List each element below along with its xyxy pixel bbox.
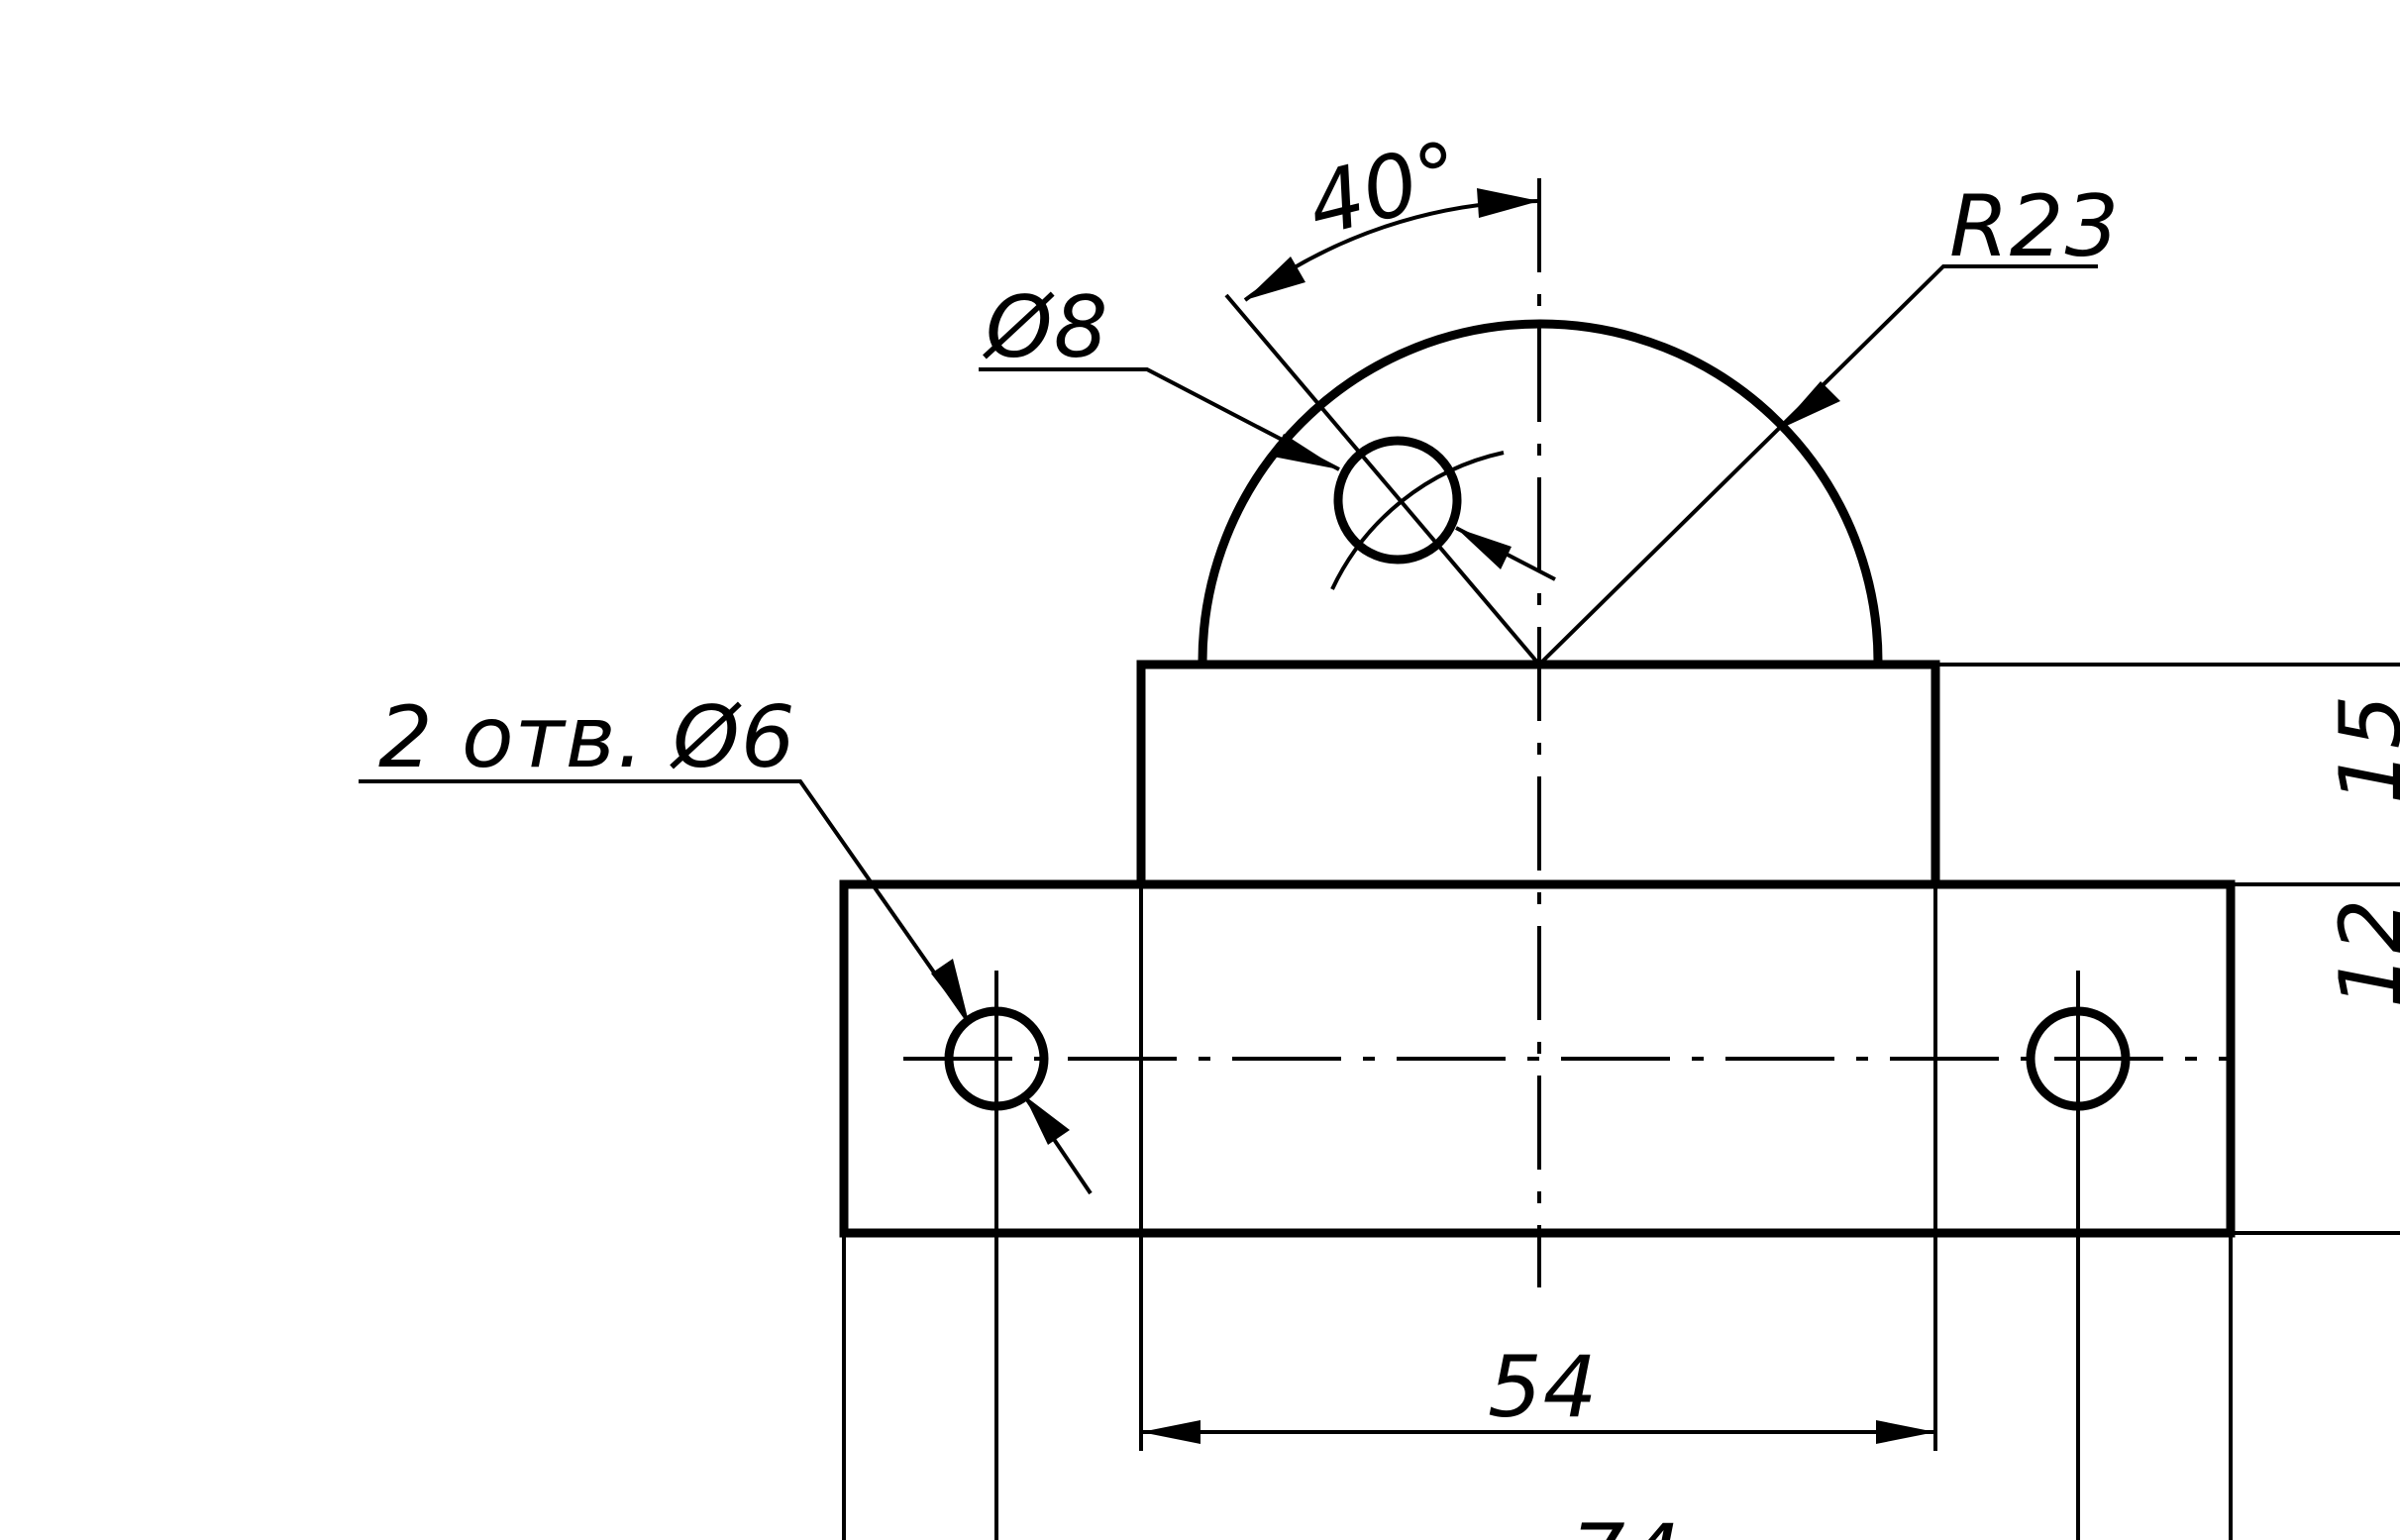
r23-leader — [1537, 264, 2098, 667]
d6-arrow-in — [931, 959, 969, 1022]
label-dim-bottom-partial: 74 — [1571, 1506, 1681, 1540]
label-angle-40: 40° — [1299, 123, 1472, 257]
label-dim-12: 12 — [2322, 898, 2400, 1008]
d6-arrow-out — [1024, 1095, 1070, 1145]
label-holes-2x-d6: 2 отв. Ø6 — [378, 688, 796, 787]
label-hole-d8: Ø8 — [983, 278, 1108, 377]
dim-54-arrow-right — [1876, 1420, 1935, 1444]
hole-d8 — [1333, 436, 1462, 565]
d8-arrow-out — [1456, 528, 1512, 569]
angle-arrow-left — [1245, 257, 1305, 300]
dim-54-arrow-left — [1141, 1420, 1200, 1444]
angle-radial-line — [1224, 293, 1541, 667]
label-dim-15: 15 — [2322, 694, 2400, 804]
dimension-lines — [359, 188, 2400, 1540]
label-radius-r23: R23 — [1949, 177, 2120, 276]
semicircle-top-outline — [1198, 319, 1883, 667]
label-dim-54: 54 — [1488, 1338, 1598, 1437]
d8-arrow-in — [1273, 434, 1339, 469]
d6-leader — [359, 779, 971, 1024]
d8-leader — [979, 367, 1340, 471]
r23-arrow — [1778, 381, 1840, 430]
angle-arrow-right — [1477, 188, 1539, 218]
dimension-labels: 40° R23 Ø8 2 отв. Ø6 54 15 12 74 — [378, 123, 2400, 1540]
